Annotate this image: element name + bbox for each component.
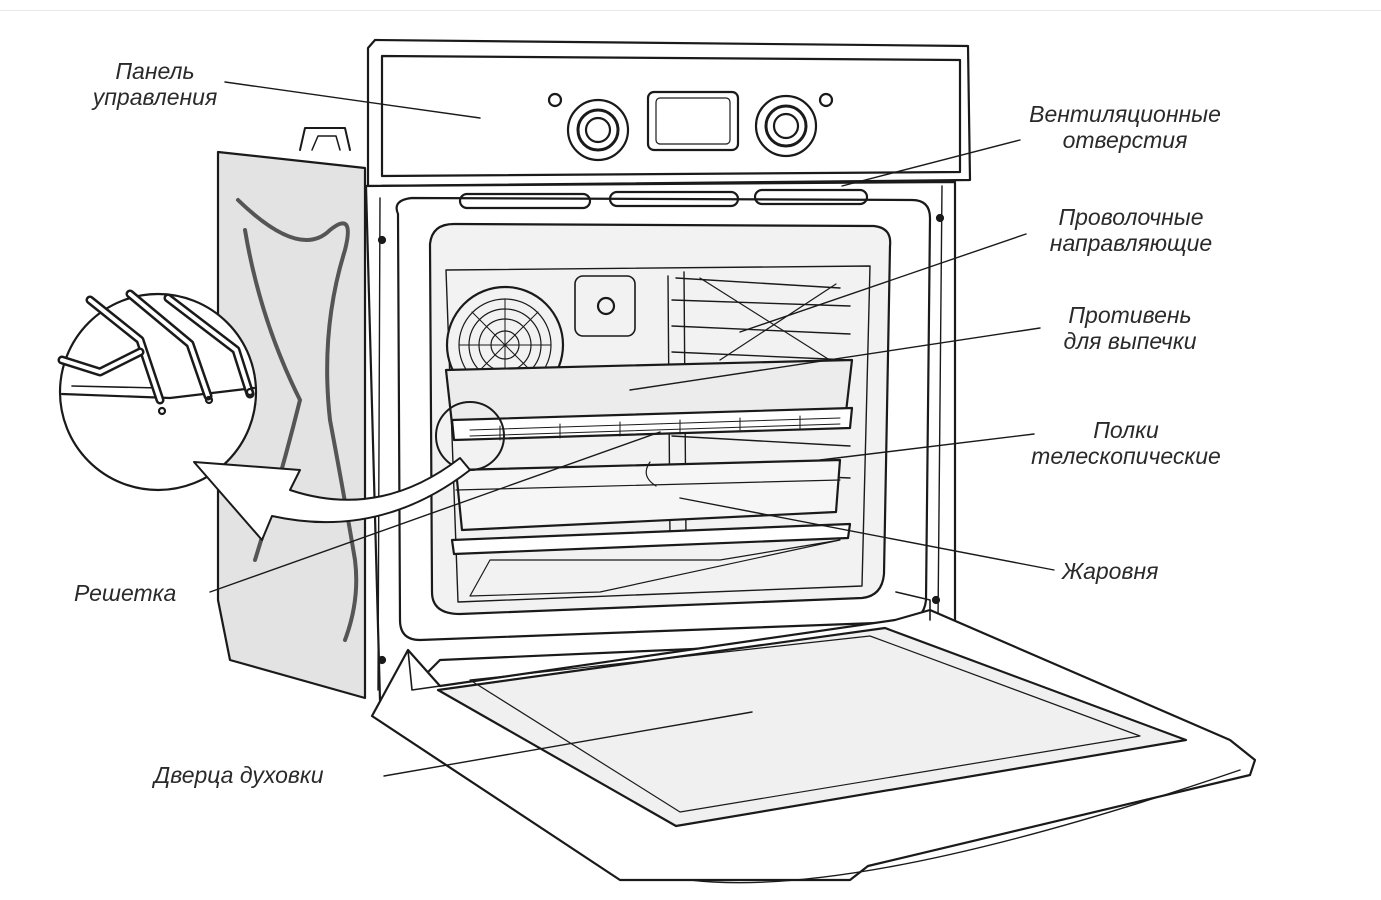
control-panel xyxy=(366,38,972,188)
label-telescopic-shelves: Полки телескопические xyxy=(1006,417,1246,469)
label-grid: Решетка xyxy=(74,580,177,606)
vent-slot-3 xyxy=(753,188,869,206)
label-telescopic-shelves-line1: Полки xyxy=(1093,417,1159,443)
label-control-panel-line1: Панель xyxy=(115,58,195,84)
label-wire-guides: Проволочные направляющие xyxy=(1016,204,1246,256)
label-vent-holes-line1: Вентиляционные xyxy=(1029,101,1221,127)
label-baking-tray-line2: для выпечки xyxy=(1063,328,1197,354)
grill-pan xyxy=(454,458,842,532)
oven-cavity xyxy=(395,196,932,642)
label-telescopic-shelves-line2: телескопические xyxy=(1031,443,1221,469)
grid-detail-magnifier xyxy=(57,289,505,492)
curved-arrow-icon xyxy=(193,457,471,541)
display-window-icon xyxy=(646,90,740,152)
label-vent-holes: Вентиляционные отверстия xyxy=(1000,101,1250,153)
label-grill-pan: Жаровня xyxy=(1062,558,1159,584)
oven-side-body xyxy=(216,127,367,700)
label-vent-holes-line2: отверстия xyxy=(1062,127,1188,153)
label-baking-tray-line1: Противень xyxy=(1068,302,1192,328)
label-wire-guides-line1: Проволочные xyxy=(1058,204,1204,230)
label-baking-tray: Противень для выпечки xyxy=(1030,302,1230,354)
right-knob-icon xyxy=(754,94,818,158)
label-oven-door: Дверца духовки xyxy=(154,762,324,788)
label-wire-guides-line2: направляющие xyxy=(1049,230,1213,256)
top-rule xyxy=(0,10,1381,11)
label-control-panel: Панель управления xyxy=(60,58,250,110)
left-knob-icon xyxy=(566,98,630,162)
leader-lines xyxy=(209,81,1055,777)
vent-slot-1 xyxy=(458,192,592,210)
oven-door xyxy=(370,591,1257,884)
label-control-panel-line2: управления xyxy=(92,84,218,110)
